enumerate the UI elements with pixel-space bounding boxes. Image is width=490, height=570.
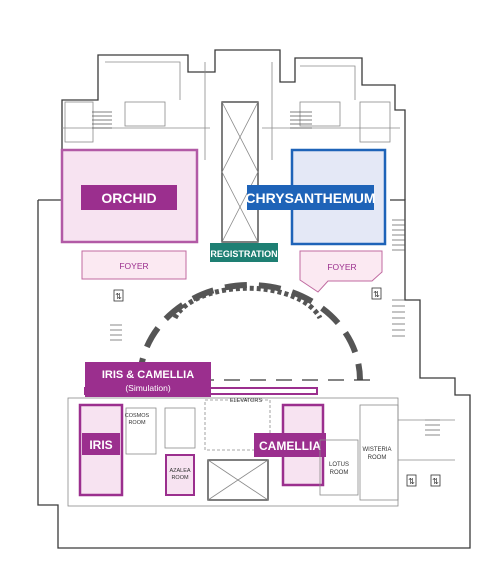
iris-room[interactable]: IRIS <box>78 403 124 497</box>
camellia-room[interactable]: CAMELLIA <box>254 403 326 487</box>
chrysanthemum-room[interactable]: CHRYSANTHEMUM <box>245 148 387 246</box>
foyer-right[interactable]: FOYER <box>299 250 383 293</box>
main-hall <box>120 282 380 381</box>
iris-label-box <box>82 433 120 455</box>
svg-text:⇅: ⇅ <box>432 477 439 486</box>
restroom-icon: ⇅ <box>371 287 382 300</box>
stairs <box>92 111 440 436</box>
orchid-label-box <box>81 185 177 210</box>
foyer-right-label: FOYER <box>327 262 356 272</box>
svg-text:⇅: ⇅ <box>408 477 415 486</box>
camellia-label: CAMELLIA <box>259 439 321 453</box>
iris-camellia-room[interactable]: IRIS & CAMELLIA (Simulation) <box>84 362 318 397</box>
wisteria-room[interactable]: WISTERIA ROOM <box>362 447 391 461</box>
azalea-room[interactable]: AZALEA ROOM <box>165 454 195 496</box>
svg-text:⇅: ⇅ <box>373 290 380 299</box>
lotus-label-line1: LOTUS <box>329 462 349 468</box>
cosmos-label-line2: ROOM <box>128 420 146 426</box>
registration-label: REGISTRATION <box>210 249 277 259</box>
lotus-room[interactable]: LOTUS ROOM <box>319 439 359 496</box>
restroom-icon: ⇅ <box>430 474 441 487</box>
wisteria-label-line2: ROOM <box>368 455 387 461</box>
cosmos-room[interactable]: COSMOS ROOM <box>125 413 150 426</box>
central-shaft <box>221 101 259 243</box>
camellia-label-box <box>254 433 326 457</box>
iris-camellia-sublabel: (Simulation) <box>125 383 171 393</box>
azalea-label-line1: AZALEA <box>169 468 190 474</box>
svg-text:⇅: ⇅ <box>115 292 122 301</box>
orchid-label: ORCHID <box>101 190 156 206</box>
restroom-icon: ⇅ <box>406 474 417 487</box>
elevators: ELEVATORS <box>230 398 262 404</box>
iris-label: IRIS <box>89 438 112 452</box>
orchid-room[interactable]: ORCHID <box>60 148 199 244</box>
cosmos-label-line1: COSMOS <box>125 413 150 419</box>
restroom-icon: ⇅ <box>113 289 124 302</box>
foyer-left-label: FOYER <box>119 261 148 271</box>
foyer-left[interactable]: FOYER <box>81 250 187 280</box>
chrysanthemum-label-box <box>247 185 374 210</box>
elevators-label: ELEVATORS <box>230 398 262 404</box>
iris-camellia-label: IRIS & CAMELLIA <box>102 369 194 381</box>
lower-block <box>67 397 455 507</box>
registration-desk[interactable]: REGISTRATION <box>210 243 278 262</box>
wisteria-label-line1: WISTERIA <box>362 447 391 453</box>
chrysanthemum-label: CHRYSANTHEMUM <box>245 190 375 206</box>
lotus-label-line2: ROOM <box>330 470 349 476</box>
azalea-label-line2: ROOM <box>171 475 189 481</box>
